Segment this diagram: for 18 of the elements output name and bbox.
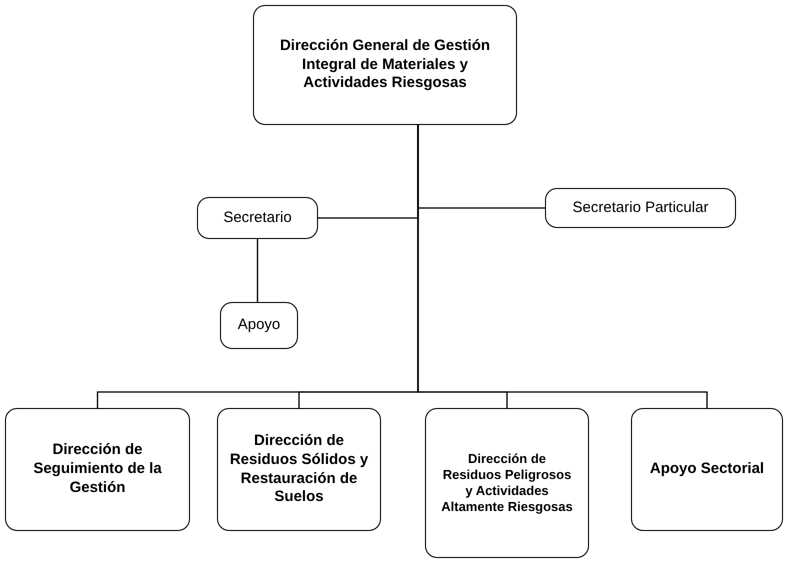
org-box	[545, 188, 736, 228]
box-label: Apoyo Sectorial	[650, 460, 764, 479]
connector-line	[417, 125, 708, 408]
org-box	[631, 408, 783, 531]
box-label: Secretario	[223, 208, 292, 228]
org-box	[5, 408, 190, 531]
box-label: Secretario Particular	[572, 198, 708, 218]
connector-line	[256, 239, 258, 302]
box-label: Dirección de Residuos Sólidos y Restauración de Suelos	[228, 432, 370, 507]
box-label: Dirección de Seguimiento de la Gestión	[32, 441, 163, 498]
org-box	[253, 5, 517, 125]
box-label: Dirección de Residuos Peligrosos y Actividades Altamente Riesgosas	[440, 450, 574, 516]
org-box	[197, 197, 318, 239]
box-label: Dirección General de Gestión Integral de Materiales y Actividades Riesgosas	[278, 36, 492, 94]
org-box	[425, 408, 589, 558]
org-box	[220, 302, 298, 349]
box-label: Apoyo	[238, 316, 280, 335]
org-box	[217, 408, 381, 531]
